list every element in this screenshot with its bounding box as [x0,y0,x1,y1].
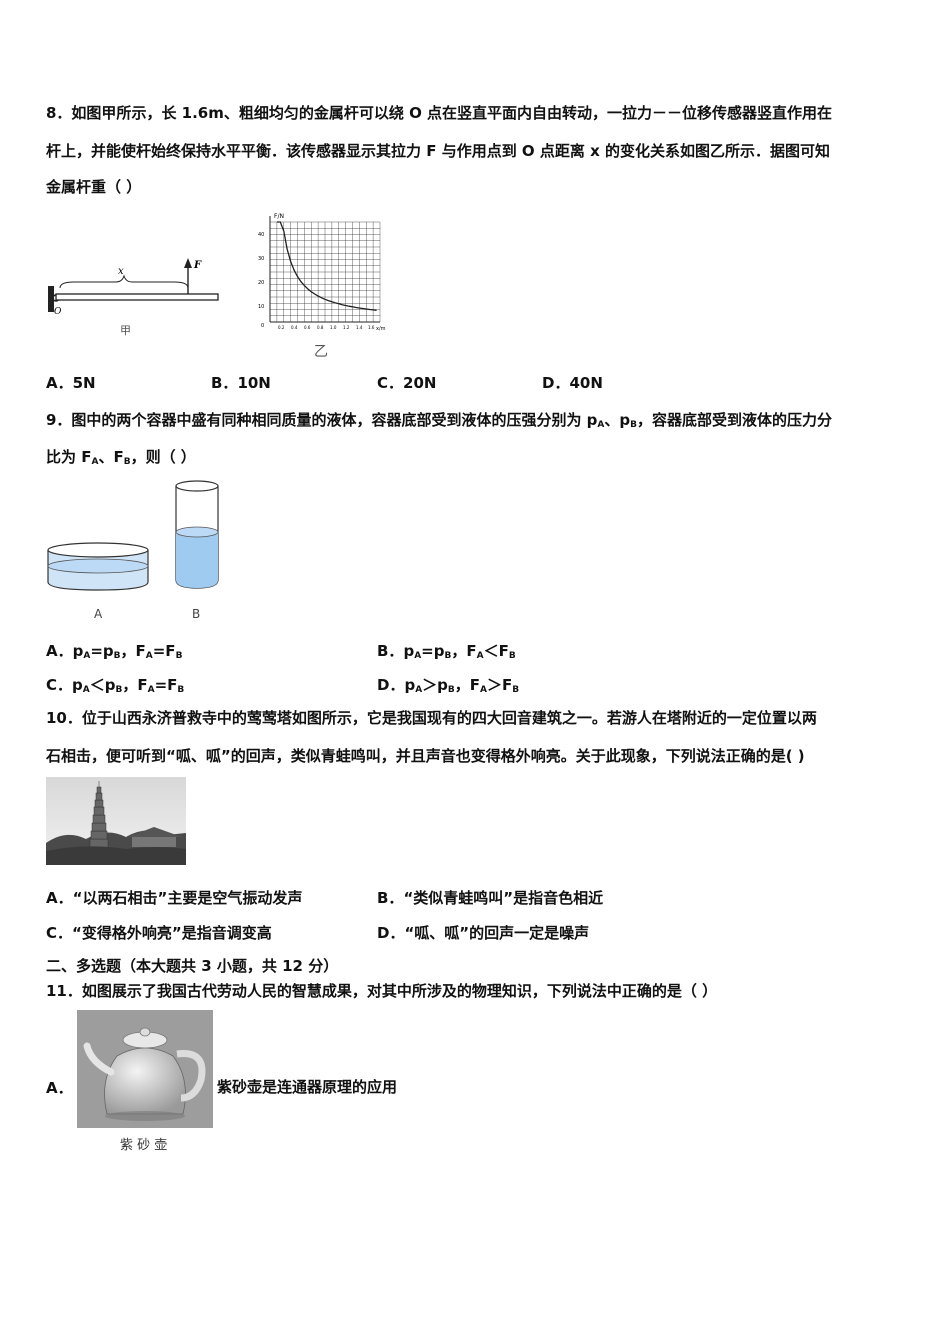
origin-label: 0 [261,323,264,329]
graph-grid [269,221,381,323]
q11-option-a-letter[interactable]: A． [46,1079,73,1097]
container-a-rim [47,542,149,558]
q11-stem: 11．如图展示了我国古代劳动人民的智慧成果，对其中所涉及的物理知识，下列说法中正… [46,982,718,1000]
o-label: O [54,307,62,317]
q9-containers-figure: A B [47,480,219,621]
q11-option-a-text: 紫砂壶是连通器原理的应用 [217,1078,398,1096]
x-label: x [118,266,124,277]
x-tick-label: 0.2 [278,325,285,330]
y-tick-label: 10 [258,304,264,310]
teapot-handle [176,1050,206,1102]
axis-y-label: F/N [274,213,284,220]
q10-stem-line1: 10．位于山西永济普救寺中的莺莺塔如图所示，它是我国现有的四大回音建筑之一。若游… [46,709,817,727]
q8-stem-line3: 金属杆重（ ） [46,178,142,196]
container-b-liquid-surface [175,526,219,538]
force-arrowhead [184,258,192,268]
temple-hall [132,835,176,847]
q9-option-c[interactable]: C．pA＜pB，FA=FB [46,676,185,695]
q9-option-b[interactable]: B．pA=pB，FA＜FB [377,642,516,661]
force-curve [276,221,377,311]
figure-b-caption: 乙 [314,344,328,360]
q10-pagoda-photo [46,777,186,865]
teapot-body [104,1047,186,1115]
teapot-caption: 紫 砂 壶 [120,1138,168,1153]
pagoda-tower [89,781,109,850]
metal-rod [55,293,219,301]
q8-figure-a: x F O 甲 [48,258,219,337]
f-label: F [193,260,202,271]
container-b-liquid [176,532,218,588]
x-brace [59,274,189,289]
q10-option-b[interactable]: B．“类似青蛙鸣叫”是指音色相近 [377,889,604,907]
x-tick-label: 0.6 [304,325,311,330]
x-tick-label: 1.4 [356,325,363,330]
teapot-spout [83,1042,115,1076]
q9-stem-line2: 比为 FA、FB，则（ ） [46,448,196,467]
x-tick-label: 0.8 [317,325,324,330]
y-tick-label: 40 [258,232,264,238]
q10-option-d[interactable]: D．“呱、呱”的回声一定是噪声 [377,924,590,942]
q8-option-d[interactable]: D．40N [542,374,603,392]
q9-option-a[interactable]: A．pA=pB，FA=FB [46,642,183,661]
wall-mount [48,286,54,312]
teapot-knob [139,1027,151,1037]
y-tick-label: 20 [258,280,264,286]
q8-stem-line2: 杆上，并能使杆始终保持水平平衡．该传感器显示其拉力 F 与作用点到 O 点距离 … [46,142,831,160]
x-tick-label: 1.2 [343,325,350,330]
q8-figure-b: F/N x/m 0 40 30 20 10 0.2 0.4 0.6 0.8 1.… [258,213,386,360]
x-tick-label: 0.4 [291,325,298,330]
q10-option-c[interactable]: C．“变得格外响亮”是指音调变高 [46,924,272,942]
x-tick-label: 1.6 [368,325,375,330]
q10-option-a[interactable]: A．“以两石相击”主要是空气振动发声 [46,889,303,907]
axis-x-label: x/m [376,326,386,332]
q8-stem-line1: 8．如图甲所示，长 1.6m、粗细均匀的金属杆可以绕 O 点在竖直平面内自由转动… [46,104,833,122]
q11-teapot-photo [77,1010,213,1128]
q8-option-c[interactable]: C．20N [377,374,437,392]
q8-option-a[interactable]: A．5N [46,374,96,392]
container-b-rim [175,480,219,492]
y-tick-label: 30 [258,256,264,262]
q10-stem-line2: 石相击，便可听到“呱、呱”的回声，类似青蛙鸣叫，并且声音也变得格外响亮。关于此现… [46,747,805,765]
section-heading: 二、多选题（本大题共 3 小题，共 12 分） [46,957,339,975]
figure-a-caption: 甲 [120,324,131,337]
q8-option-b[interactable]: B．10N [211,374,271,392]
container-b-label: B [192,607,200,621]
container-a-liquid-surface [47,558,149,574]
x-tick-label: 1.0 [330,325,337,330]
q9-stem-line1: 9．图中的两个容器中盛有同种相同质量的液体，容器底部受到液体的压强分别为 pA、… [46,411,833,430]
q9-option-d[interactable]: D．pA＞pB，FA＞FB [377,676,520,695]
container-a-label: A [94,607,103,621]
